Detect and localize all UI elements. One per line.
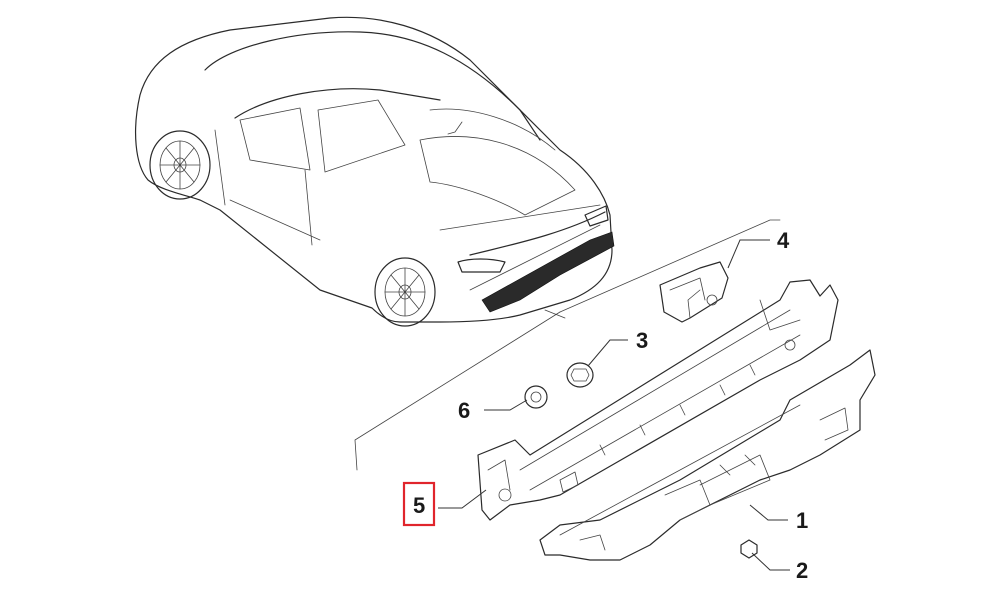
car-illustration — [135, 16, 615, 327]
callout-2: 2 — [796, 558, 808, 583]
rear-bumper-highlight — [481, 231, 615, 313]
part-5-reinforcement-beam — [477, 279, 839, 521]
part-1-energy-absorber — [539, 349, 876, 561]
rear-wheel — [374, 257, 436, 327]
callout-1: 1 — [796, 508, 808, 533]
callout-5: 5 — [413, 493, 425, 518]
section-frame — [354, 219, 781, 471]
part-3-nut — [566, 362, 594, 388]
front-wheel — [149, 130, 211, 200]
part-4-bracket — [659, 261, 729, 323]
callout-6: 6 — [458, 398, 470, 423]
leader-lines — [438, 239, 790, 571]
callout-4: 4 — [777, 228, 790, 253]
highlight-box-callout-5 — [402, 481, 436, 527]
callout-3: 3 — [636, 328, 648, 353]
part-6-washer — [524, 385, 548, 409]
